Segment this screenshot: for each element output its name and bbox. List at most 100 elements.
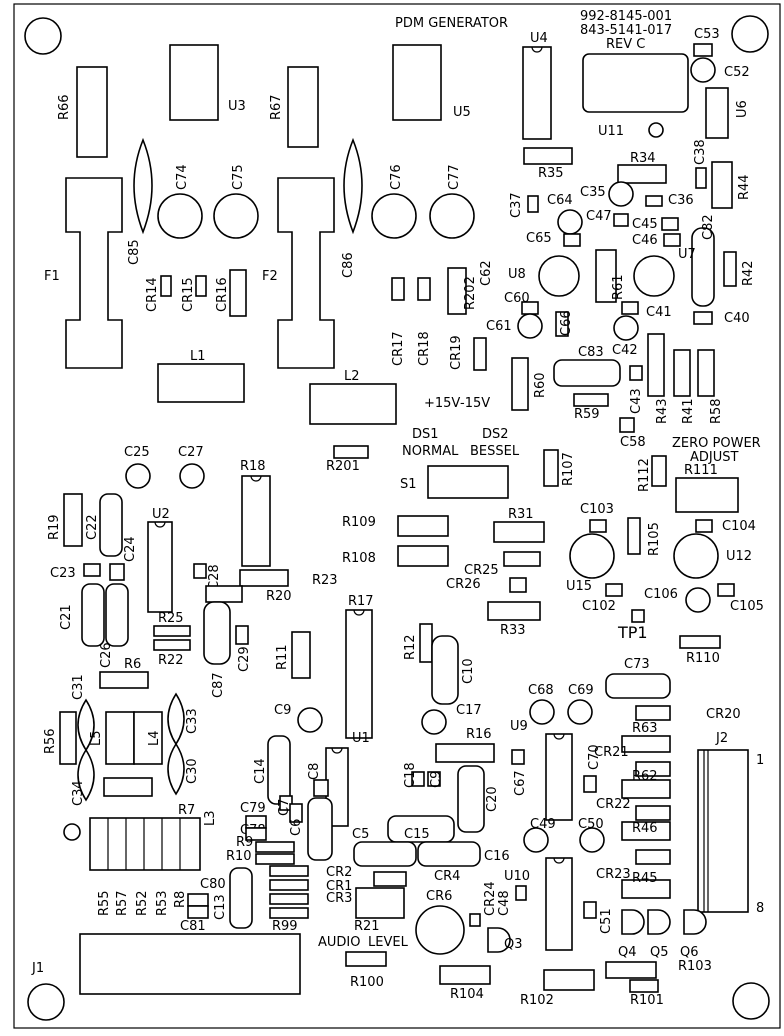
resistor-r42 xyxy=(723,251,737,287)
cap-c6-body xyxy=(307,797,333,861)
resistor-r56 xyxy=(59,711,77,765)
label-cr22: CR22 xyxy=(596,797,631,812)
label-c47: C47 xyxy=(586,209,612,224)
label-r105: R105 xyxy=(647,522,662,556)
label-plus15v: +15V xyxy=(424,396,460,411)
resistor-r109 xyxy=(397,515,449,537)
resistor-r62 xyxy=(621,779,671,799)
diode-cr16 xyxy=(229,269,247,317)
label-c33: C33 xyxy=(185,708,200,734)
label-r34: R34 xyxy=(630,151,656,166)
label-u6: U6 xyxy=(735,100,750,118)
label-c36: C36 xyxy=(668,193,694,208)
label-u5: U5 xyxy=(453,105,471,120)
cap-c24 xyxy=(109,563,125,581)
label-c40: C40 xyxy=(724,311,750,326)
resistor-r58 xyxy=(697,349,715,397)
label-c43: C43 xyxy=(629,388,644,414)
label-c53: C53 xyxy=(694,27,720,42)
label-r99: R99 xyxy=(272,919,298,934)
label-u9: U9 xyxy=(510,719,528,734)
label-c46: C46 xyxy=(632,233,658,248)
diode-cr17 xyxy=(391,277,405,301)
label-l3: L3 xyxy=(203,810,218,826)
cap-c70 xyxy=(583,775,597,793)
label-r6: R6 xyxy=(124,657,141,672)
cap-c26 xyxy=(105,583,129,647)
cap-c65 xyxy=(563,233,581,247)
label-u15: U15 xyxy=(566,579,592,594)
cap-c42 xyxy=(613,315,639,341)
label-q5: Q5 xyxy=(650,945,669,960)
label-r110: R110 xyxy=(686,651,720,666)
ic-u2 xyxy=(147,521,173,613)
label-c62: C62 xyxy=(479,260,494,286)
label-u11: U11 xyxy=(598,124,624,139)
resistor-r34 xyxy=(617,164,667,184)
ic-u7 xyxy=(633,255,675,297)
resistor-r31 xyxy=(493,521,545,543)
label-r7: R7 xyxy=(178,803,195,818)
pot-r111[interactable] xyxy=(675,477,739,513)
cap-c40 xyxy=(693,311,713,325)
label-cr25: CR25 xyxy=(464,563,499,578)
label-r35: R35 xyxy=(538,166,564,181)
cap-c8 xyxy=(313,779,329,797)
label-c18: C18 xyxy=(403,762,418,788)
cap-c106 xyxy=(685,587,711,613)
resistor-r11 xyxy=(291,631,311,679)
label-c20: C20 xyxy=(485,786,500,812)
resistor-r110 xyxy=(679,635,721,649)
label-c26: C26 xyxy=(99,642,114,668)
inductor-l5 xyxy=(105,711,135,765)
cap-c29 xyxy=(235,625,249,645)
label-c31: C31 xyxy=(71,674,86,700)
resistor-r67 xyxy=(287,66,319,148)
label-r66: R66 xyxy=(57,94,72,120)
pot-r21[interactable] xyxy=(355,887,405,919)
diode-cr21 xyxy=(635,761,671,777)
label-c17: C17 xyxy=(456,703,482,718)
label-cr20: CR20 xyxy=(706,707,741,722)
label-c65: C65 xyxy=(526,231,552,246)
connector-j2 xyxy=(697,749,749,913)
resistor-r8 xyxy=(187,893,209,907)
label-r201: R201 xyxy=(326,459,360,474)
resistor-r16 xyxy=(435,743,495,763)
inductor-l4 xyxy=(133,711,163,765)
label-r57: R57 xyxy=(115,890,130,916)
label-r42: R42 xyxy=(741,260,756,286)
label-cr17: CR17 xyxy=(391,331,406,366)
label-u7: U7 xyxy=(678,247,696,262)
cap-c22 xyxy=(99,493,123,557)
resistor-cr21 xyxy=(621,735,671,753)
label-j2-pin8: 8 xyxy=(756,901,764,916)
resistor-r18 xyxy=(241,475,271,567)
cap-c105 xyxy=(717,583,735,597)
label-c67: C67 xyxy=(513,770,528,796)
label-r59: R59 xyxy=(574,407,600,422)
label-r102: R102 xyxy=(520,993,554,1008)
label-r56: R56 xyxy=(43,728,58,754)
revision: REV C xyxy=(606,37,645,52)
cap-c67 xyxy=(511,749,525,765)
diode-cr23 xyxy=(635,849,671,865)
mounting-hole-bottom-left xyxy=(27,983,65,1021)
cap-c6 xyxy=(289,803,303,823)
label-c74: C74 xyxy=(175,164,190,190)
label-cr2: CR2 xyxy=(326,865,352,880)
resistor-r202 xyxy=(447,267,467,315)
label-r10: R10 xyxy=(226,849,252,864)
label-c34: C34 xyxy=(71,780,86,806)
label-c82: C82 xyxy=(701,214,716,240)
cap-c37 xyxy=(527,195,539,213)
resistor-r99c xyxy=(269,893,309,905)
label-c81: C81 xyxy=(180,919,206,934)
diode-cr25 xyxy=(503,551,541,567)
label-r31: R31 xyxy=(508,507,534,522)
label-cr26: CR26 xyxy=(446,577,481,592)
label-r46: R46 xyxy=(632,821,658,836)
label-cr4: CR4 xyxy=(434,869,460,884)
label-r20: R20 xyxy=(266,589,292,604)
